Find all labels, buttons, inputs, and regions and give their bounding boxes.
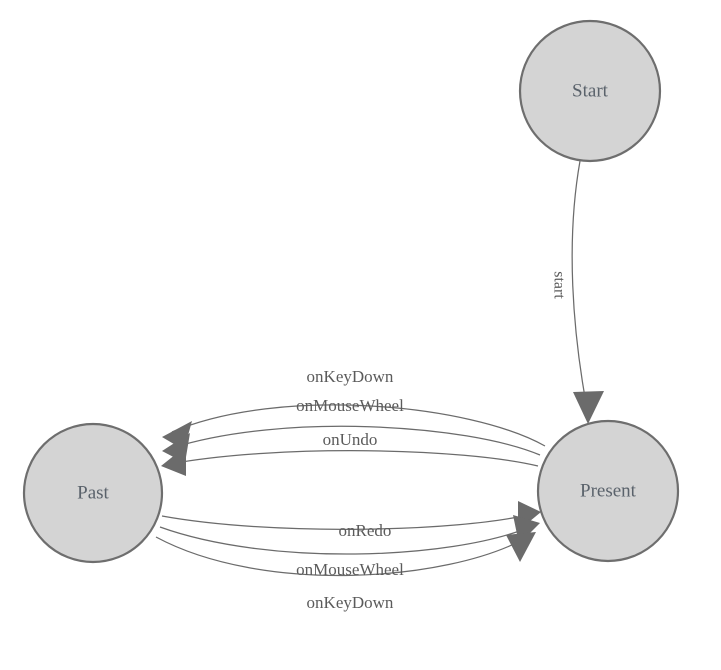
edge-label-layer: start onKeyDown onMouseWheel onUndo onRe… (296, 271, 567, 612)
edge-label-present-past-onkeydown: onKeyDown (307, 367, 394, 386)
arrowhead-icon (506, 532, 536, 562)
edge-label-past-present-onkeydown: onKeyDown (307, 593, 394, 612)
edge-line (159, 526, 531, 555)
edge-label-past-present-onmousewheel: onMouseWheel (296, 560, 404, 579)
edge-layer (155, 160, 604, 577)
node-past-circle[interactable] (22, 422, 164, 564)
edge-line (155, 536, 527, 577)
edge-line (171, 404, 546, 447)
edge-present-to-past-onundo[interactable] (161, 446, 539, 476)
node-start-circle[interactable] (518, 19, 662, 163)
edge-past-to-present-onkeydown[interactable] (155, 532, 536, 577)
arrowhead-icon (573, 391, 604, 424)
edge-label-start: start (550, 271, 567, 299)
edge-line (169, 450, 539, 467)
node-present-label: Present (580, 480, 637, 501)
edge-start-to-present[interactable] (571, 160, 604, 424)
node-past[interactable]: Past (22, 422, 164, 564)
node-start-label: Start (572, 80, 609, 101)
arrowhead-icon (161, 446, 186, 476)
edge-label-present-past-onundo: onUndo (323, 430, 378, 449)
edge-line (571, 160, 589, 415)
node-past-label: Past (77, 482, 109, 503)
node-start[interactable]: Start (518, 19, 662, 163)
edge-line (161, 513, 533, 530)
edge-label-present-past-onmousewheel: onMouseWheel (296, 396, 404, 415)
node-present[interactable]: Present (536, 419, 680, 563)
edge-line (171, 425, 541, 456)
node-present-circle[interactable] (536, 419, 680, 563)
node-layer: Start Past Present (22, 19, 680, 564)
edge-label-past-present-onredo: onRedo (339, 521, 392, 540)
